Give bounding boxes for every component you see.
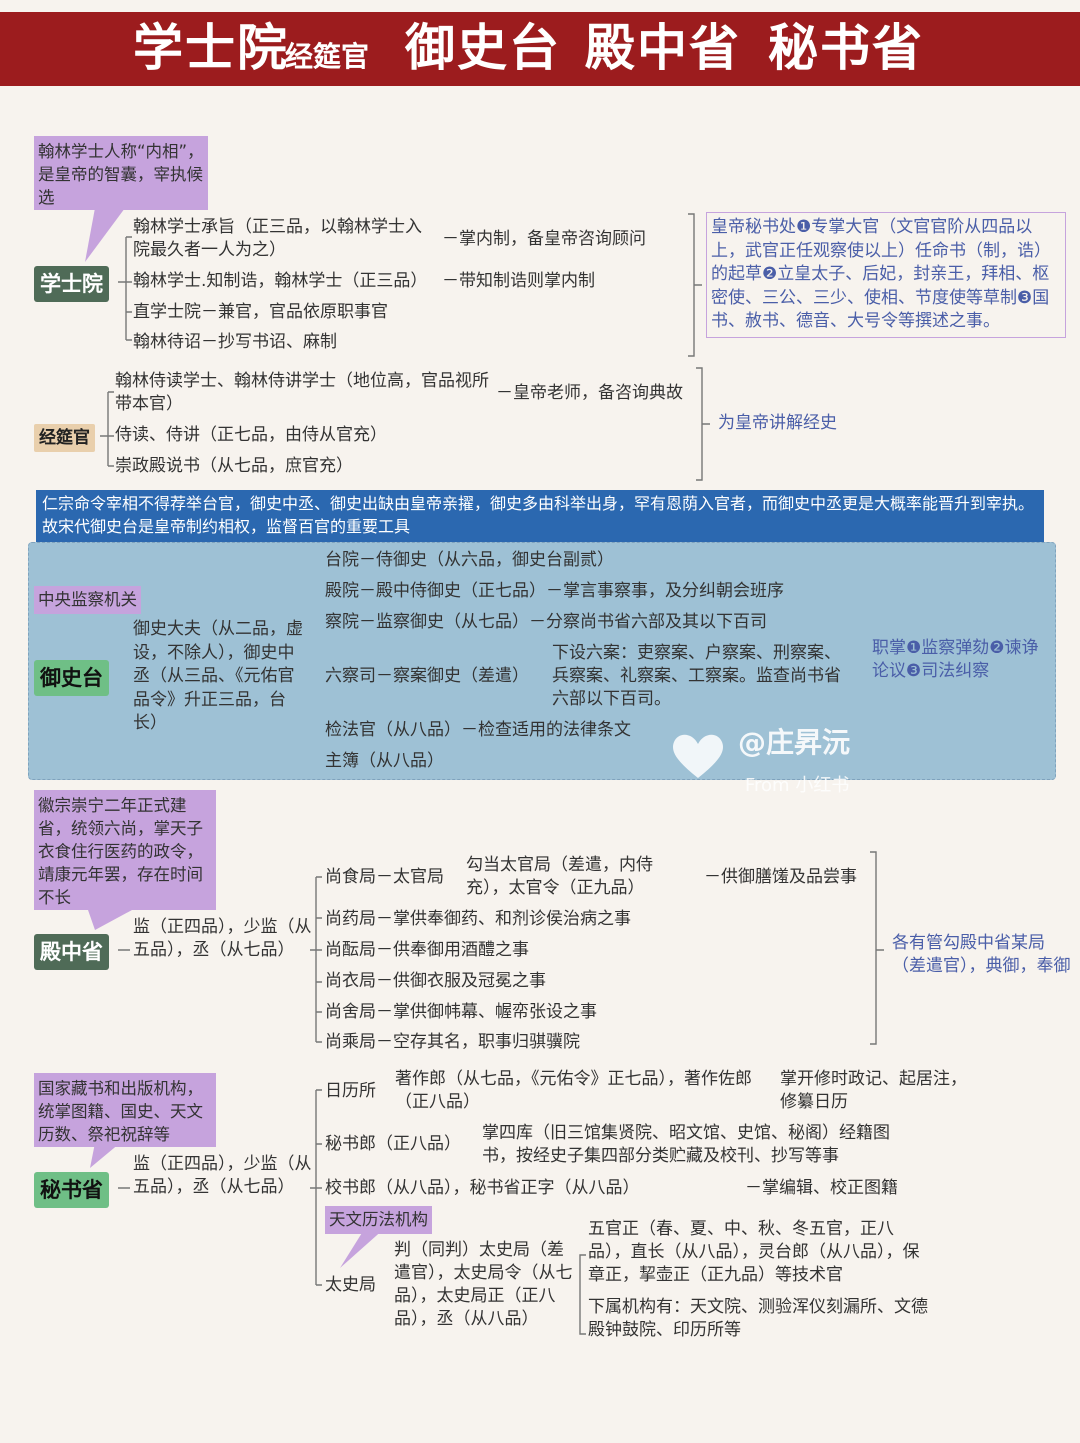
mishu-mishulang: 秘书郎（正八品） [325,1134,461,1154]
mishu-mishulang-duty: 掌四库（旧三馆集贤院、昭文馆、史馆、秘阁）经籍图书，按经史子集四部分类贮藏及校刊… [482,1123,890,1166]
jingyan-item-1: 翰林侍读学士、翰林侍讲学士（地位高，官品视所带本官） [115,371,489,414]
yushi-liuchasi-name: 六察司 [325,666,376,686]
yushi-item-taiyuan: 台院－侍御史（从六品，御史台副贰） [325,549,614,572]
title-bar: 学士院 经筵官 御史台 殿中省 秘书省 [0,12,1080,86]
dianzhong-shangshi-detail: 勾当太官局（差遣，内侍充），太官令（正九品） [466,855,653,898]
xueshi-duty-1: －掌内制，备皇帝咨询顾问 [442,229,646,249]
yushitai-banner: 仁宗命令宰相不得荐举台官，御史中丞、御史出缺由皇帝亲擢，御史多由科举出身，罕有恩… [36,490,1044,542]
watermark-name: @庄昇沅 [738,726,851,759]
yushitai-panel [28,542,1056,780]
xueshi-side-note: 皇帝秘书处❶专掌大官（文官官阶从四品以上，武官正任观察使以上）任命书（制，诰）的… [706,212,1066,338]
jingyan-item-3: 崇政殿说书（从七品，庶官充） [115,456,353,476]
xueshi-item-3: 直学士院－兼官，官品依原职事官 [133,302,388,322]
mishu-jiaoshu-duty: －掌编辑、校正图籍 [745,1178,898,1198]
yushi-item-zhubu: 主簿（从八品） [325,750,444,773]
yushi-item-liuchasi: 六察司－察案御史（差遣） [325,665,529,688]
mishu-taishi: 太史局 [325,1275,376,1295]
mishu-rili-duty: 掌开修时政记、起居注，修纂日历 [780,1069,967,1112]
mishu-jiaoshu: 校书郎（从八品），秘书省正字（从八品） [325,1178,640,1198]
yushi-zhubu-name: 主簿 [325,751,359,771]
yushi-dianyuan-name: 殿院 [325,581,359,601]
yushitai-note: 中央监察机关 [34,586,141,614]
mishu-taishi-detail: 判（同判）太史局（差遣官），太史局令（从七品），太史局正（正八品），丞（从八品） [394,1240,573,1329]
dianzhong-item-shangcheng: 尚乘局－空存其名，职事归骐骥院 [325,1032,580,1052]
yushi-jianfaguan-name: 检法官 [325,720,376,740]
mishu-rili: 日历所 [325,1081,376,1101]
yushi-head: 御史大夫（从二品，虚设，不除人），御史中丞（从三品、《元佑官品令》升正三品，台长… [133,619,303,733]
xueshiyuan-label: 学士院 [34,266,109,302]
yushi-side-note: 职掌❶监察弹劾❷谏诤论议❸司法纠察 [872,638,1039,681]
yushi-dianyuan-rest: －殿中侍御史（正七品）－掌言事察事，及分纠朝会班序 [359,581,784,601]
dianzhong-side-note: 各有管勾殿中省某局（差遣官），典御，奉御 [892,933,1071,976]
xueshi-item-1: 翰林学士承旨（正三品，以翰林学士入院最久者一人为之） [133,217,422,260]
yushi-jianfaguan-rest: （从八品）－检查适用的法律条文 [376,720,631,740]
title-mishusheng: 秘书省 [768,19,924,77]
yushi-liuchasi-rest: －察案御史（差遣） [376,666,529,686]
xueshi-duty-2: －带知制诰则掌内制 [442,271,595,291]
yushi-item-dianyuan: 殿院－殿中侍御史（正七品）－掌言事察事，及分纠朝会班序 [325,580,784,603]
yushi-zhubu-rest: （从八品） [359,751,444,771]
mishusheng-note: 国家藏书和出版机构，统掌图籍、国史、天文历数、祭祀祝辞等 [34,1073,216,1147]
title-jingyanguan: 经筵官 [285,40,370,73]
xueshiyuan-note: 翰林学士人称“内相”，是皇帝的智囊，宰执候选 [34,136,208,210]
title-yushitai: 御史台 [405,19,561,77]
mishu-rili-detail: 著作郎（从七品，《元佑令》正七品），著作佐郎（正八品） [395,1069,752,1112]
jingyan-side-note: 为皇帝讲解经史 [718,413,837,433]
title-dianzhongsheng: 殿中省 [585,19,741,77]
jingyanguan-label: 经筵官 [34,424,95,452]
jingyan-duty: －皇帝老师，备咨询典故 [496,383,683,403]
mishu-taishi-tech: 五官正（春、夏、中、秋、冬五官，正八品），直长（从八品），灵台郎（从八品），保章… [588,1219,920,1285]
yushi-chayuan-rest: －监察御史（从七品）－分察尚书省六部及其以下百司 [359,612,767,632]
dianzhong-item-shangyun: 尚酝局－供奉御用酒醴之事 [325,940,529,960]
yushi-taiyuan-name: 台院 [325,550,359,570]
dianzhong-item-shangshe: 尚舍局－掌供御帏幕、幄帟张设之事 [325,1002,597,1022]
dianzhongsheng-label: 殿中省 [34,934,109,970]
xueshi-item-2: 翰林学士.知制诰，翰林学士（正三品） [133,271,428,291]
dianzhong-head: 监（正四品），少监（从五品），丞（从七品） [133,917,312,960]
dianzhong-shangshi-duty: －供御膳馐及品尝事 [704,867,857,887]
mishusheng-label: 秘书省 [34,1172,109,1208]
yushi-chayuan-name: 察院 [325,612,359,632]
heart-logo-icon [668,728,728,780]
mishu-tianwen-note: 天文历法机构 [325,1206,432,1234]
mishu-taishi-sub: 下属机构有：天文院、测验浑仪刻漏所、文德殿钟鼓院、印历所等 [588,1297,928,1340]
yushitai-label: 御史台 [34,660,109,696]
yushi-taiyuan-rest: －侍御史（从六品，御史台副贰） [359,550,614,570]
jingyan-item-2: 侍读、侍讲（正七品，由侍从官充） [115,425,387,445]
dianzhongsheng-note: 徽宗崇宁二年正式建省，统领六尚，掌天子衣食住行医药的政令，靖康元年罢，存在时间不… [34,790,216,910]
mishu-head: 监（正四品），少监（从五品），丞（从七品） [133,1154,312,1197]
dianzhong-item-shangyi: 尚衣局－供御衣服及冠冕之事 [325,971,546,991]
watermark-source: From 小红书 [745,775,850,796]
title-xueshiyuan: 学士院 [133,19,289,77]
xueshi-item-4: 翰林待诏－抄写书诏、麻制 [133,332,337,352]
yushi-item-jianfaguan: 检法官（从八品）－检查适用的法律条文 [325,719,631,742]
yushi-item-chayuan: 察院－监察御史（从七品）－分察尚书省六部及其以下百司 [325,611,767,634]
dianzhong-item-shangyao: 尚药局－掌供奉御药、和剂诊侯治病之事 [325,909,631,929]
yushi-liucha-desc: 下设六案：吏察案、户察案、刑察案、兵察案、礼察案、工察案。监查尚书省六部以下百司… [552,643,841,709]
dianzhong-item-shangshi: 尚食局－太官局 [325,867,444,887]
